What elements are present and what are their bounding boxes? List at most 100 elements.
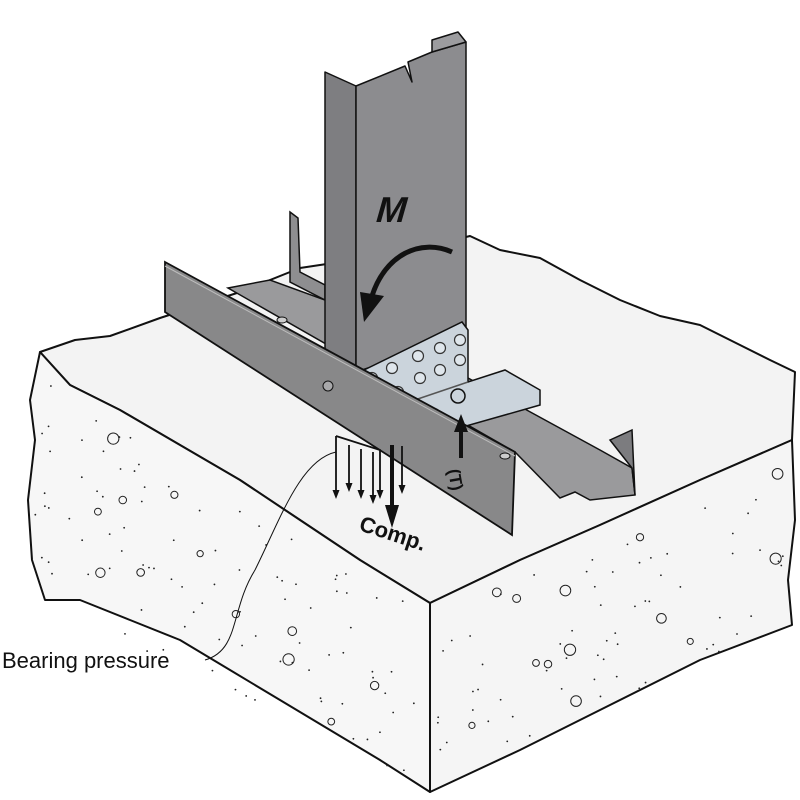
- aggregate-speck: [605, 639, 608, 642]
- aggregate-speck: [596, 654, 599, 657]
- aggregate-speck: [258, 525, 261, 527]
- aggregate-speck: [366, 738, 369, 741]
- aggregate-speck: [468, 721, 476, 729]
- aggregate-speck: [170, 578, 173, 581]
- screw-icon: [433, 363, 447, 377]
- bearing-pressure-leader: [204, 451, 337, 661]
- aggregate-speck: [717, 650, 720, 653]
- screw-icon: [385, 361, 399, 375]
- aggregate-speck: [51, 572, 53, 575]
- aggregate-speck: [95, 419, 98, 422]
- aggregate-speck: [254, 635, 257, 637]
- concrete-aggregate: [34, 385, 784, 772]
- aggregate-speck: [108, 533, 111, 536]
- aggregate-speck: [47, 425, 50, 428]
- aggregate-speck: [41, 432, 43, 435]
- aggregate-speck: [172, 539, 175, 542]
- aggregate-speck: [437, 716, 440, 719]
- aggregate-speck: [755, 498, 757, 501]
- aggregate-speck: [615, 675, 618, 678]
- aggregate-speck: [119, 468, 122, 470]
- aggregate-speck: [686, 637, 694, 645]
- aggregate-speck: [342, 651, 345, 654]
- aggregate-speck: [214, 549, 217, 552]
- aggregate-speck: [402, 769, 405, 772]
- aggregate-speck: [201, 602, 204, 605]
- screw-icon: [453, 353, 467, 367]
- aggregate-speck: [712, 643, 715, 646]
- aggregate-speck: [512, 593, 522, 603]
- aggregate-speck: [93, 507, 102, 516]
- aggregate-speck: [386, 764, 388, 767]
- bearing-pressure-arrowheads: [332, 483, 406, 504]
- aggregate-speck: [769, 552, 782, 565]
- aggregate-speck: [644, 681, 647, 684]
- bearing-pressure-arrows: [335, 435, 403, 495]
- aggregate-speck: [436, 721, 439, 724]
- tension-label: (T): [444, 467, 466, 492]
- screw-icon: [453, 333, 467, 347]
- arrowhead-icon: [369, 495, 377, 504]
- aggregate-speck: [533, 574, 536, 576]
- moment-arrow-icon: [369, 244, 454, 297]
- aggregate-speck: [477, 688, 479, 691]
- aggregate-speck: [218, 638, 221, 641]
- aggregate-speck: [254, 699, 256, 701]
- aggregate-speck: [81, 539, 84, 542]
- aggregate-speck: [638, 687, 641, 690]
- aggregate-speck: [142, 564, 145, 566]
- aggregate-speck: [528, 734, 531, 737]
- aggregate-speck: [439, 748, 442, 751]
- aggregate-speck: [369, 680, 380, 691]
- aggregate-speck: [499, 698, 502, 701]
- aggregate-speck: [234, 688, 237, 691]
- aggregate-speck: [47, 507, 50, 509]
- aggregate-speck: [571, 629, 574, 632]
- aggregate-speck: [238, 510, 241, 513]
- aggregate-speck: [34, 513, 37, 516]
- aggregate-speck: [140, 609, 143, 611]
- aggregate-speck: [50, 385, 52, 387]
- aggregate-speck: [731, 532, 734, 535]
- stud-flange: [324, 71, 357, 371]
- aggregate-speck: [279, 660, 282, 663]
- aggregate-speck: [87, 573, 90, 576]
- aggregate-speck: [471, 709, 474, 711]
- steel-stud: [324, 31, 467, 373]
- aggregate-speck: [487, 720, 490, 723]
- aggregate-speck: [781, 555, 784, 558]
- moment-arrowhead: [360, 292, 384, 322]
- aggregate-speck: [129, 436, 132, 439]
- aggregate-speck: [759, 549, 761, 552]
- aggregate-speck: [287, 626, 298, 636]
- aggregate-speck: [599, 604, 602, 607]
- anchor-bolt-icon: [450, 388, 466, 404]
- aggregate-speck: [309, 607, 312, 609]
- arrowhead-icon: [345, 483, 353, 492]
- stud-web: [355, 41, 467, 373]
- aggregate-speck: [245, 695, 248, 697]
- aggregate-speck: [308, 669, 310, 672]
- aggregate-speck: [328, 654, 331, 656]
- aggregate-speck: [390, 670, 393, 673]
- aggregate-speck: [679, 586, 682, 588]
- aggregate-speck: [40, 556, 43, 559]
- aggregate-speck: [148, 566, 150, 569]
- aggregate-speck: [565, 657, 568, 660]
- aggregate-speck: [352, 737, 355, 740]
- aggregate-speck: [153, 567, 155, 570]
- aggregate-speck: [706, 648, 708, 650]
- aggregate-speck: [68, 517, 71, 520]
- aggregate-speck: [570, 695, 582, 707]
- aggregate-speck: [644, 600, 647, 602]
- aggregate-speck: [649, 556, 652, 559]
- aggregate-speck: [335, 590, 338, 593]
- aggregate-speck: [469, 635, 472, 637]
- aggregate-speck: [635, 533, 645, 542]
- aggregate-speck: [43, 492, 46, 495]
- aggregate-speck: [196, 550, 204, 558]
- aggregate-speck: [320, 700, 323, 703]
- aggregate-speck: [319, 697, 322, 700]
- aggregate-speck: [481, 663, 484, 666]
